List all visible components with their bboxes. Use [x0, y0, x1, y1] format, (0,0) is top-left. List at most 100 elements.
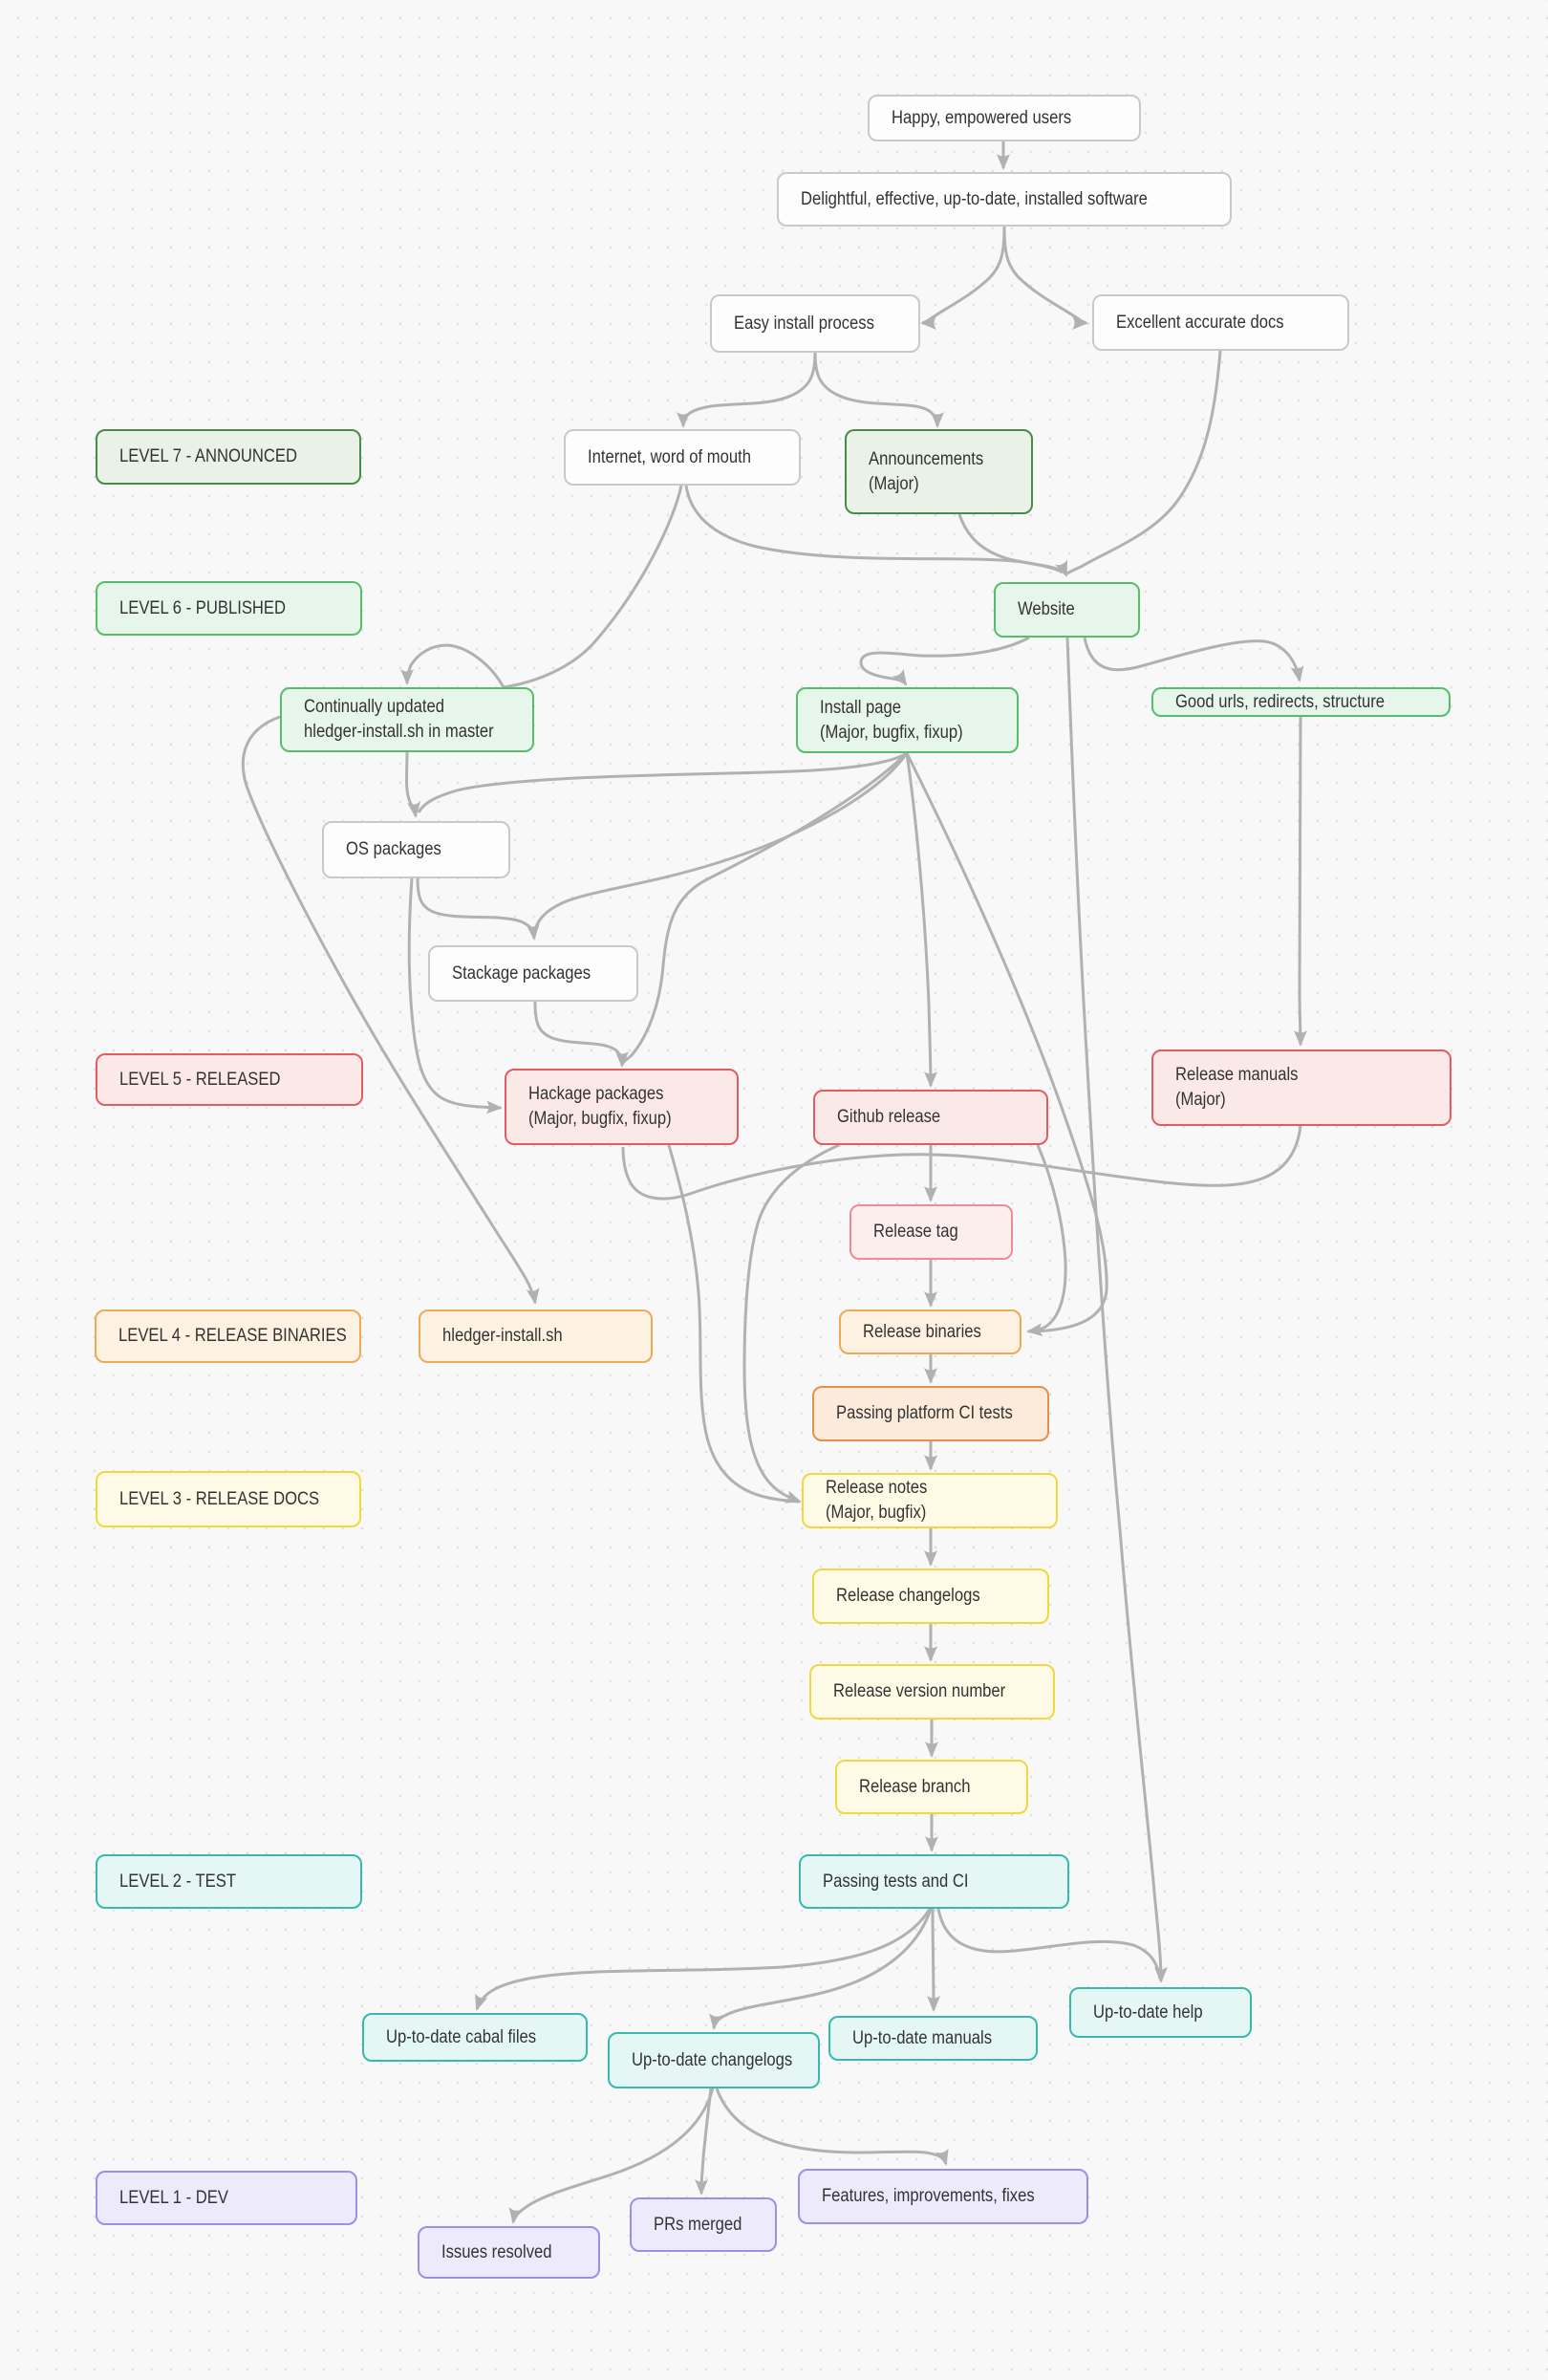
edge-tests-uchangelogs[interactable] [709, 1908, 933, 2030]
node-stackage[interactable]: Stackage packages [428, 945, 638, 1002]
node-level3[interactable]: LEVEL 3 - RELEASE DOCS [96, 1471, 361, 1527]
node-notes-label-line-1: Release notes [826, 1478, 928, 1498]
node-uhelp-label-line-1: Up-to-date help [1093, 2001, 1203, 2023]
node-level1-label-line-1: LEVEL 1 - DEV [119, 2187, 228, 2208]
node-manuals-label-line-1: Release manuals [1175, 1065, 1299, 1085]
node-tests[interactable]: Passing tests and CI [799, 1854, 1069, 1909]
node-uchangelogs-label-line-1: Up-to-date changelogs [632, 2049, 793, 2070]
node-install[interactable]: Install page(Major, bugfix, fixup) [796, 687, 1019, 753]
node-hinstall[interactable]: hledger-install.sh [419, 1309, 653, 1363]
node-goodurls[interactable]: Good urls, redirects, structure [1151, 687, 1451, 717]
edge-uchangelogs-issues[interactable] [508, 2088, 715, 2224]
node-changelogs[interactable]: Release changelogs [812, 1569, 1049, 1624]
node-docs[interactable]: Excellent accurate docs [1092, 294, 1349, 351]
edge-uchangelogs-prs[interactable] [695, 2088, 713, 2196]
edge-tests-cabal[interactable] [475, 1908, 932, 2011]
edge-easy-announce[interactable] [813, 352, 944, 428]
node-branch[interactable]: Release branch [835, 1760, 1028, 1814]
node-binaries[interactable]: Release binaries [839, 1309, 1021, 1354]
edge-continually-os[interactable] [405, 751, 421, 818]
node-issues[interactable]: Issues resolved [418, 2226, 600, 2279]
node-stackage-label-line-1: Stackage packages [452, 963, 591, 984]
node-level4-label-line-1: LEVEL 4 - RELEASE BINARIES [118, 1326, 347, 1346]
node-uchangelogs[interactable]: Up-to-date changelogs [608, 2032, 820, 2088]
node-cabal[interactable]: Up-to-date cabal files [362, 2013, 588, 2062]
node-level4[interactable]: LEVEL 4 - RELEASE BINARIES [95, 1309, 361, 1363]
node-easy-label-line-1: Easy install process [734, 313, 874, 334]
node-announce[interactable]: Announcements (Major) [845, 429, 1033, 514]
edge-mouth-continually[interactable] [400, 485, 683, 689]
edge-manuals-hackage[interactable] [621, 1125, 1302, 1201]
node-level5[interactable]: LEVEL 5 - RELEASED [96, 1053, 363, 1106]
node-issues-label-line-1: Issues resolved [441, 2241, 552, 2262]
node-tag[interactable]: Release tag [849, 1204, 1013, 1260]
node-features[interactable]: Features, improvements, fixes [798, 2169, 1088, 2224]
node-version-label-line-1: Release version number [833, 1681, 1006, 1701]
edge-uchangelogs-features[interactable] [715, 2088, 949, 2166]
node-level6[interactable]: LEVEL 6 - PUBLISHED [96, 581, 362, 636]
node-os[interactable]: OS packages [322, 821, 510, 878]
edge-github-notes[interactable] [742, 1143, 840, 1504]
node-website-label-line-1: Website [1018, 599, 1075, 619]
node-prs[interactable]: PRs merged [630, 2197, 777, 2252]
edge-delightful-docs[interactable] [1002, 226, 1088, 330]
edge-delightful-easy[interactable] [920, 226, 1006, 330]
node-install-label-line-2: (Major, bugfix, fixup) [820, 722, 963, 743]
node-notes[interactable]: Release notes(Major, bugfix) [802, 1473, 1058, 1528]
node-binaries-label-line-1: Release binaries [863, 1321, 981, 1342]
node-prs-label-line-1: PRs merged [654, 2214, 742, 2235]
node-level2-label-line-1: LEVEL 2 - TEST [119, 1871, 236, 1892]
node-delightful-label-line-1: Delightful, effective, up-to-date, insta… [801, 188, 1148, 209]
node-platform[interactable]: Passing platform CI tests [812, 1386, 1049, 1441]
node-cabal-label-line-1: Up-to-date cabal files [386, 2026, 537, 2047]
node-github[interactable]: Github release [813, 1090, 1048, 1145]
node-version[interactable]: Release version number [809, 1664, 1055, 1720]
node-hinstall-label-line-1: hledger-install.sh [442, 1326, 563, 1346]
edge-install-os[interactable] [417, 751, 908, 813]
node-website[interactable]: Website [994, 582, 1140, 638]
node-happy-label-line-1: Happy, empowered users [892, 107, 1072, 128]
edge-hackage-notes[interactable] [667, 1144, 800, 1504]
node-mouth[interactable]: Internet, word of mouth [564, 429, 801, 486]
edge-website-uhelp[interactable] [1065, 637, 1168, 1983]
edge-tests-umanuals[interactable] [926, 1908, 940, 2012]
edge-website-goodurls[interactable] [1083, 637, 1304, 682]
edge-easy-mouth[interactable] [677, 352, 817, 428]
node-platform-label-line-1: Passing platform CI tests [836, 1403, 1013, 1423]
node-happy[interactable]: Happy, empowered users [868, 95, 1141, 141]
node-easy[interactable]: Easy install process [710, 294, 920, 353]
node-delightful[interactable]: Delightful, effective, up-to-date, insta… [777, 172, 1232, 227]
node-goodurls-label-line-1: Good urls, redirects, structure [1175, 691, 1385, 712]
node-level3-label-line-1: LEVEL 3 - RELEASE DOCS [119, 1488, 320, 1509]
edge-install-stackage[interactable] [532, 752, 909, 936]
node-level5-label-line-1: LEVEL 5 - RELEASED [119, 1069, 281, 1090]
edge-continually-hinstall[interactable] [241, 715, 540, 1305]
edge-website-install[interactable] [859, 636, 1030, 686]
node-continually-label-line-1: Continually updated [304, 697, 444, 717]
node-hackage[interactable]: Hackage packages(Major, bugfix, fixup) [505, 1069, 739, 1145]
node-hackage-label-line-2: (Major, bugfix, fixup) [528, 1109, 672, 1129]
edge-goodurls-manuals[interactable] [1293, 716, 1307, 1047]
node-uhelp[interactable]: Up-to-date help [1069, 1987, 1252, 2038]
node-manuals[interactable]: Release manuals(Major) [1151, 1049, 1451, 1126]
edge-docs-website[interactable] [1066, 350, 1222, 575]
edge-os-stackage[interactable] [416, 877, 540, 941]
node-level7[interactable]: LEVEL 7 - ANNOUNCED [96, 429, 361, 485]
edge-install-hackage[interactable] [620, 751, 909, 1066]
node-docs-label-line-1: Excellent accurate docs [1116, 312, 1284, 333]
node-announce-label-line-2: (Major) [869, 473, 919, 494]
node-announce-label-line-1: Announcements [869, 448, 984, 469]
node-level1[interactable]: LEVEL 1 - DEV [96, 2171, 357, 2225]
edge-install-binaries[interactable] [905, 752, 1108, 1333]
node-mouth-label-line-1: Internet, word of mouth [588, 446, 751, 467]
node-umanuals[interactable]: Up-to-date manuals [828, 2016, 1038, 2061]
edge-tests-uhelp[interactable] [936, 1908, 1162, 1980]
edge-os-hackage[interactable] [407, 877, 503, 1114]
edge-install-github[interactable] [905, 752, 937, 1088]
node-level2[interactable]: LEVEL 2 - TEST [96, 1854, 362, 1909]
edge-announce-website[interactable] [957, 513, 1068, 577]
edge-stackage-hackage[interactable] [533, 1001, 629, 1068]
edge-github-binaries[interactable] [1026, 1144, 1067, 1337]
